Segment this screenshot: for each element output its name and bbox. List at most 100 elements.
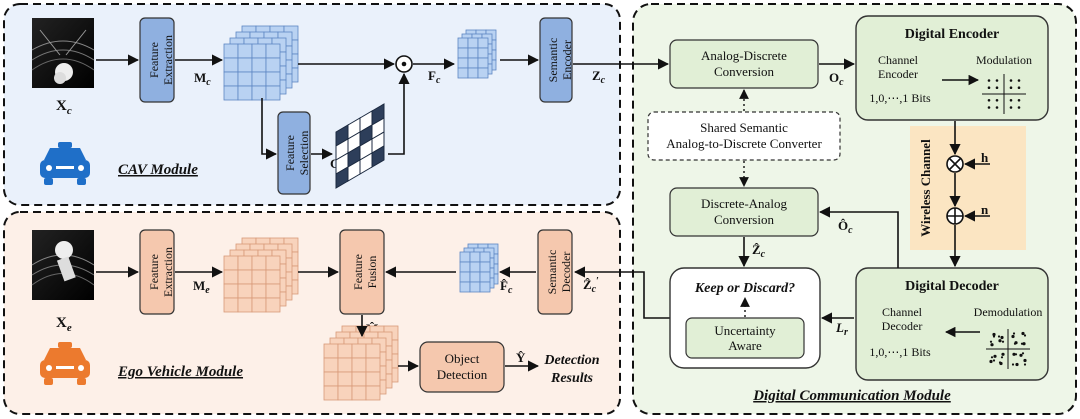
feature-map-cell — [479, 261, 491, 273]
constellation-point — [1022, 342, 1026, 346]
feature-map-cell — [265, 43, 281, 59]
feature-map-layer — [323, 343, 381, 401]
comm-digital-decoder-block — [855, 267, 1049, 381]
cav-feature-extraction-block — [139, 17, 175, 103]
arrow-keep-to-decoder — [573, 266, 670, 319]
comm-zc-hat-label: Ẑc — [752, 242, 766, 260]
feature-map-cell — [223, 283, 239, 299]
cav-mc-label: Mc — [194, 70, 211, 88]
constellation-point — [990, 343, 994, 347]
feature-map-cell — [265, 297, 281, 313]
feature-map-cell — [457, 57, 469, 69]
feature-map-cell — [337, 343, 353, 359]
constellation-point — [997, 335, 1001, 338]
ego-input-label: Xe — [56, 315, 72, 334]
feature-map-cell — [237, 297, 253, 313]
constellation-point — [993, 354, 997, 358]
comm-dac-block — [669, 187, 819, 237]
feature-map-cell — [265, 255, 281, 271]
feature-map-cell — [223, 43, 239, 59]
constellation-point — [1014, 353, 1018, 356]
cav-feature-selection-block — [277, 111, 311, 195]
ego-module-panel — [3, 211, 621, 415]
cav-csel-grid — [335, 103, 385, 189]
cav-zc-label: Zc — [592, 68, 606, 86]
feature-map-cell — [323, 357, 339, 373]
feature-map-cell — [223, 71, 239, 87]
feature-map-layer — [223, 255, 281, 313]
ego-fc-hat-label: F̂c — [500, 278, 513, 296]
comm-bits-dec-label: 1,0,⋯,1 Bits — [869, 345, 931, 359]
comm-oc-label: Oc — [829, 70, 844, 88]
feature-map-cell — [351, 371, 367, 387]
comm-uncertainty-block — [685, 317, 805, 359]
constellation-point — [987, 99, 991, 102]
constellation-point — [1012, 332, 1016, 335]
constellation-point — [989, 340, 993, 343]
comm-digital-encoder-title: Digital Encoder — [905, 27, 1000, 42]
ego-module-title: Ego Vehicle Module — [117, 364, 243, 380]
constellation-point — [1012, 352, 1016, 356]
feature-map-cell — [251, 43, 267, 59]
cav-car-icon — [40, 142, 90, 185]
ego-semantic-decoder-block — [537, 229, 573, 315]
constellation-point — [1009, 99, 1013, 102]
constellation-point — [1011, 363, 1015, 366]
ego-me-label: Me — [193, 278, 210, 296]
feature-map-cell — [477, 57, 489, 69]
ego-y-hat-label: Ŷ — [516, 350, 526, 365]
feature-map-cell — [467, 37, 479, 49]
feature-map-cell — [467, 57, 479, 69]
comm-digital-decoder-title: Digital Decoder — [905, 279, 999, 294]
ego-input-image — [31, 230, 95, 300]
constellation-point — [1000, 356, 1004, 359]
comm-module-title: Digital Communication Module — [752, 388, 951, 404]
feature-map-cell — [467, 47, 479, 59]
feature-map-cell — [469, 281, 481, 293]
constellation-point — [1009, 79, 1013, 82]
feature-map-cell — [457, 47, 469, 59]
ego-semantic-decoder-label: SemanticDecoder — [545, 250, 573, 295]
feature-map-cell — [237, 43, 253, 59]
feature-map-cell — [459, 271, 471, 283]
comm-keep-discard-label: Keep or Discard? — [694, 281, 795, 296]
feature-map-cell — [251, 283, 267, 299]
feature-map-layer — [457, 37, 489, 79]
feature-map-cell — [237, 57, 253, 73]
constellation-point — [987, 106, 991, 109]
ego-feature-fusion-label: FeatureFusion — [351, 254, 379, 290]
feature-map-cell — [237, 283, 253, 299]
ego-feature-fusion-block — [339, 229, 385, 315]
feature-map-cell — [237, 255, 253, 271]
constellation-point — [1021, 352, 1025, 355]
comm-adc-block — [669, 39, 819, 89]
feature-map-cell — [351, 385, 367, 401]
constellation-point — [1017, 106, 1021, 109]
cav-feature-map-mc — [223, 25, 299, 101]
feature-map-cell — [337, 357, 353, 373]
feature-map-cell — [251, 297, 267, 313]
feature-map-cell — [477, 37, 489, 49]
feature-map-cell — [237, 71, 253, 87]
constellation-point — [998, 361, 1002, 364]
feature-map-cell — [265, 57, 281, 73]
constellation-point — [1021, 331, 1025, 336]
constellation-point — [995, 99, 999, 102]
feature-map-cell — [457, 37, 469, 49]
cav-feature-extraction-label: FeatureExtraction — [147, 35, 175, 85]
feature-map-cell — [467, 67, 479, 79]
feature-map-cell — [251, 85, 267, 101]
constellation-point — [1019, 353, 1023, 357]
comm-modulation-constellation — [982, 74, 1026, 114]
feature-map-layer — [459, 251, 491, 293]
feature-map-cell — [351, 357, 367, 373]
constellation-point — [995, 106, 999, 109]
ego-feature-extraction-block — [139, 229, 175, 315]
feature-map-cell — [351, 343, 367, 359]
feature-map-cell — [469, 271, 481, 283]
